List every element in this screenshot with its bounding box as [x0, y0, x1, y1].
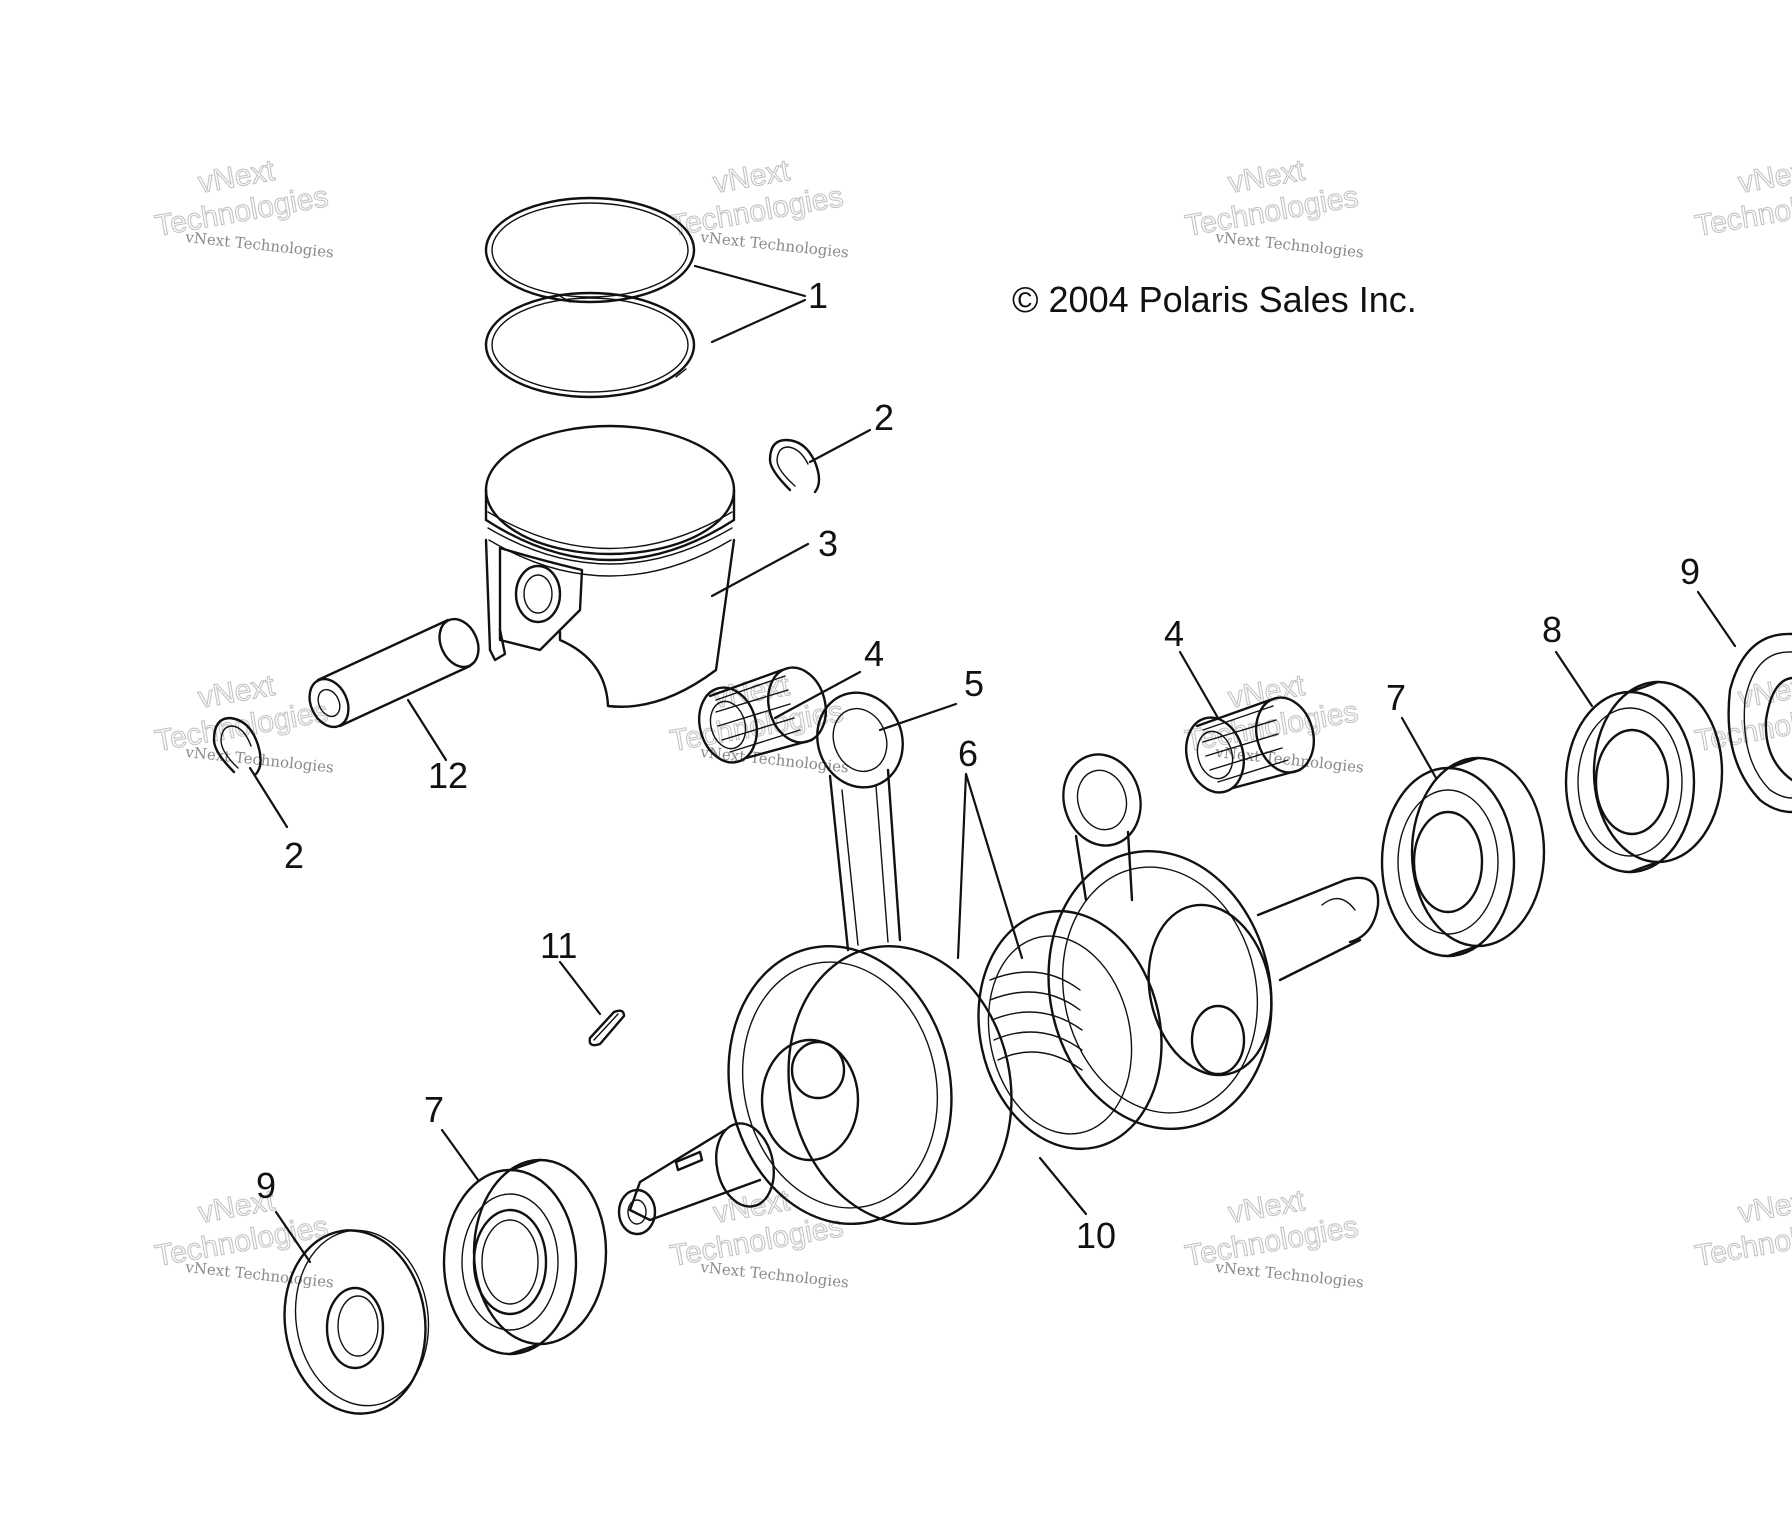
piston-part	[484, 424, 736, 708]
watermarks: vNext Technologies vNext Technologies vN…	[152, 153, 1792, 1292]
watermark-small: vNext Technologies	[1214, 228, 1365, 262]
oil-seal-right-part	[1727, 632, 1792, 814]
watermark-tile: vNext Technologies	[667, 1183, 846, 1273]
watermark-big-1: vNext	[1736, 1184, 1792, 1230]
watermark-tile: vNext Technologies	[1182, 668, 1361, 758]
callout-10: 10	[1076, 1215, 1116, 1256]
watermark-tile: vNext Technologies	[152, 153, 331, 243]
piston-rings-part	[484, 196, 696, 399]
woodruff-key-part	[588, 1009, 626, 1047]
watermark-small: vNext Technologies	[184, 1258, 335, 1292]
callout-11: 11	[540, 925, 577, 966]
callout-9-left: 9	[256, 1165, 276, 1206]
watermark-tile: vNext Technologies	[667, 153, 846, 243]
watermark-tile: vNext Technologies	[1692, 153, 1792, 243]
callout-4-right: 4	[1164, 613, 1184, 654]
callout-2-lower: 2	[284, 835, 304, 876]
callout-3: 3	[818, 523, 838, 564]
connecting-rod-part	[816, 691, 1142, 952]
callout-6: 6	[958, 733, 978, 774]
callout-7-right: 7	[1386, 677, 1406, 718]
watermark-tile: vNext Technologies	[152, 668, 331, 758]
watermark-small: vNext Technologies	[1214, 1258, 1365, 1292]
callout-9-right: 9	[1680, 551, 1700, 592]
watermark-small: vNext Technologies	[184, 228, 335, 262]
watermark-small: vNext Technologies	[699, 1258, 850, 1292]
watermark-tile: vNext Technologies	[1692, 668, 1792, 758]
circlip-lower-part	[212, 716, 262, 776]
piston-pin-part	[308, 617, 480, 729]
crankshaft-part	[617, 849, 1380, 1236]
watermark-small: vNext Technologies	[699, 228, 850, 262]
callout-5: 5	[964, 663, 984, 704]
callout-2-upper: 2	[874, 397, 894, 438]
copyright-text: © 2004 Polaris Sales Inc.	[1012, 279, 1417, 320]
callout-1: 1	[808, 275, 828, 316]
leader-lines	[248, 264, 1737, 1264]
needle-bearing-right-part	[1185, 696, 1315, 794]
main-bearing-left-part	[442, 1158, 608, 1356]
callout-7-left: 7	[424, 1089, 444, 1130]
callout-4-left: 4	[864, 633, 884, 674]
watermark-tile: vNext Technologies	[1692, 1183, 1792, 1273]
callout-8: 8	[1542, 609, 1562, 650]
oil-seal-left-part	[283, 1229, 430, 1415]
watermark-tile: vNext Technologies	[1182, 153, 1361, 243]
callout-labels: 1 2 2 3 4 4 5 6 7 7 8 9 9 10 11 12	[256, 275, 1700, 1256]
watermark-big-1: vNext	[1736, 154, 1792, 200]
watermark-tile: vNext Technologies	[1182, 1183, 1361, 1273]
callout-12: 12	[428, 755, 468, 796]
bearing-right-outer-part	[1564, 680, 1724, 874]
main-bearing-right-part	[1380, 756, 1546, 958]
watermark-tile: vNext Technologies	[152, 1183, 331, 1273]
needle-bearing-left-part	[698, 666, 827, 764]
circlip-upper-part	[768, 438, 821, 494]
